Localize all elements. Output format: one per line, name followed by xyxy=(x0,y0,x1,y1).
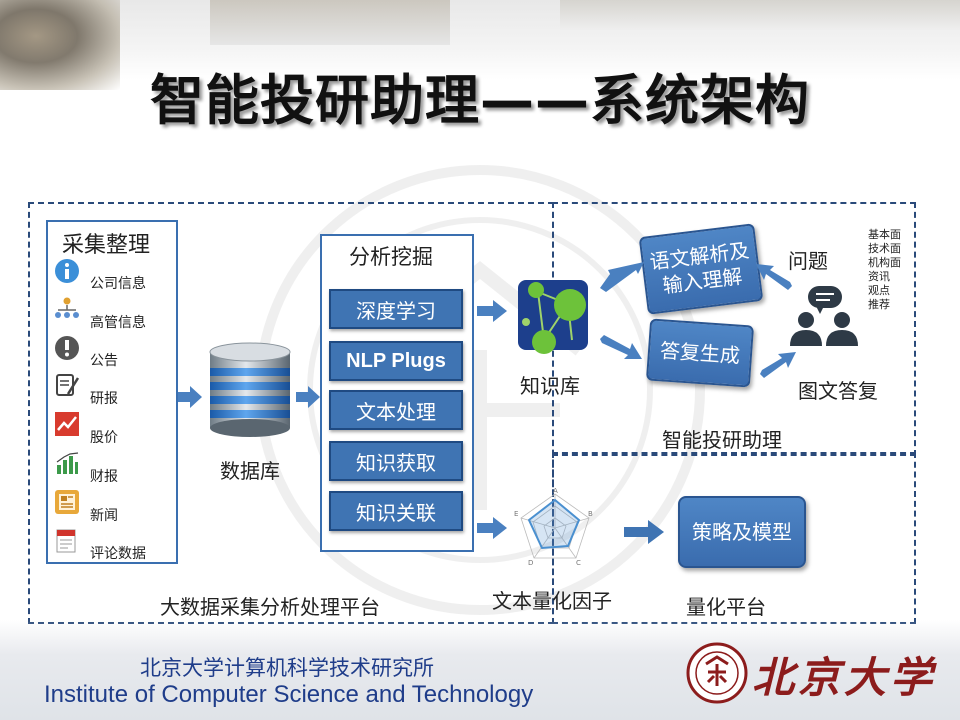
university-calligraphy-logo: 北京大学 xyxy=(752,644,936,705)
parse-understanding-label: 语文解析及输入理解 xyxy=(648,238,751,298)
answer-generation-label: 答复生成 xyxy=(659,337,741,368)
radar-axis-c: C xyxy=(576,559,581,566)
answer-generation-box: 答复生成 xyxy=(645,318,755,388)
arrow-question-to-parse xyxy=(756,264,792,290)
collect-item-research: 研报 xyxy=(90,391,118,407)
analysis-dimension-list: 基本面 技术面 机构面 资讯 观点 推荐 xyxy=(868,228,904,312)
knowledge-graph-icon xyxy=(518,280,588,354)
database-label: 数据库 xyxy=(220,459,280,483)
stone-statue-image xyxy=(0,0,120,90)
report-edit-icon xyxy=(56,374,80,396)
module-knowledge-acquisition: 知识获取 xyxy=(329,441,463,481)
arrow-factor-to-strategy xyxy=(624,520,664,544)
arrow-kb-to-answer xyxy=(600,335,642,359)
roof-image-right xyxy=(560,0,960,30)
radar-axis-a: A xyxy=(553,487,558,495)
review-icon xyxy=(56,529,76,553)
university-seal-logo xyxy=(686,642,748,704)
knowledge-base-label: 知识库 xyxy=(520,374,580,398)
database-icon xyxy=(209,342,291,437)
arrow-answer-to-reply xyxy=(760,352,796,378)
collect-item-announcement: 公告 xyxy=(90,353,118,369)
arrow-parse-to-kb xyxy=(600,262,644,292)
radar-axis-d: D xyxy=(528,559,533,566)
org-chart-icon xyxy=(55,297,79,318)
arrow-collect-to-db xyxy=(178,386,202,408)
collect-item-financial: 财报 xyxy=(90,469,118,485)
strategy-model-label: 策略及模型 xyxy=(692,519,792,544)
dimension-recommendation: 推荐 xyxy=(868,298,890,311)
radar-axis-e: E xyxy=(514,510,518,518)
university-logo-text: 北京大学 xyxy=(752,653,937,702)
collect-item-price: 股价 xyxy=(90,430,118,446)
bar-chart-icon xyxy=(56,452,79,474)
dimension-opinion: 观点 xyxy=(868,284,890,297)
module-deep-learning: 深度学习 xyxy=(329,289,463,329)
arrow-analysis-to-kb xyxy=(477,300,507,322)
institute-name-cn: 北京大学计算机科学技术研究所 xyxy=(140,656,434,680)
collect-item-news: 新闻 xyxy=(90,508,118,524)
dimension-news: 资讯 xyxy=(868,270,890,283)
radar-chart-icon: A B C D E xyxy=(514,487,593,566)
exclamation-icon xyxy=(55,336,79,360)
assistant-platform-label: 智能投研助理 xyxy=(662,428,782,452)
reply-label: 图文答复 xyxy=(798,379,878,403)
collect-item-reviews: 评论数据 xyxy=(90,546,146,562)
arrow-analysis-to-factor xyxy=(477,517,507,539)
collect-item-company: 公司信息 xyxy=(90,276,146,292)
module-nlp-plugs: NLP Plugs xyxy=(329,341,463,381)
collect-item-executive: 高管信息 xyxy=(90,315,146,331)
strategy-model-box: 策略及模型 xyxy=(678,496,806,568)
collect-title: 采集整理 xyxy=(62,233,151,258)
bigdata-platform-label: 大数据采集分析处理平台 xyxy=(160,595,380,619)
quant-platform-label: 量化平台 xyxy=(686,595,766,619)
module-text-processing: 文本处理 xyxy=(329,390,463,430)
dimension-technical: 技术面 xyxy=(868,242,901,255)
users-chat-icon xyxy=(790,286,858,346)
arrow-db-to-analysis xyxy=(296,386,320,408)
radar-axis-b: B xyxy=(588,510,593,518)
dimension-institutional: 机构面 xyxy=(868,256,901,269)
analysis-title: 分析挖掘 xyxy=(349,245,433,269)
dimension-fundamental: 基本面 xyxy=(868,228,901,241)
newspaper-icon xyxy=(55,490,79,514)
parse-understanding-box: 语文解析及输入理解 xyxy=(638,223,764,315)
stock-chart-icon xyxy=(55,412,79,436)
institute-name-en: Institute of Computer Science and Techno… xyxy=(44,681,534,708)
info-icon xyxy=(55,259,79,283)
header-photo xyxy=(0,0,960,90)
module-knowledge-linking: 知识关联 xyxy=(329,491,463,531)
roof-image xyxy=(210,0,450,45)
question-label: 问题 xyxy=(788,249,828,273)
text-factor-label: 文本量化因子 xyxy=(492,589,612,613)
footer-band xyxy=(0,620,960,720)
page-title: 智能投研助理——系统架构 xyxy=(150,69,810,132)
